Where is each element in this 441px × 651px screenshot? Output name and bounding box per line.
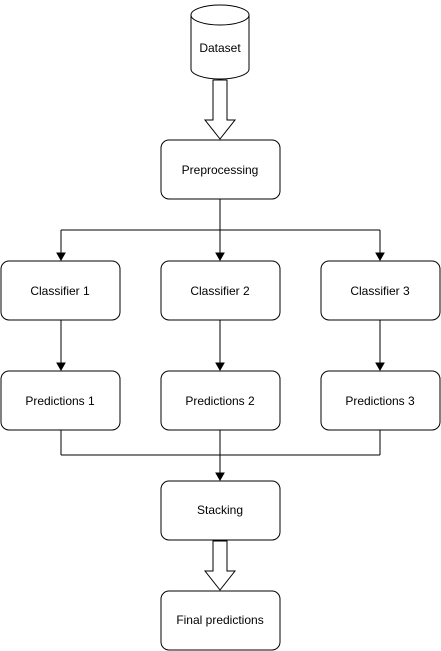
split-connector	[56, 199, 385, 262]
predictions-2-label: Predictions 2	[185, 394, 255, 408]
arrowhead-to-classifier-1	[56, 252, 66, 262]
dataset-label: Dataset	[199, 41, 241, 55]
final-predictions-label: Final predictions	[176, 613, 263, 627]
arrowhead-to-stacking	[215, 472, 225, 482]
classifier-to-predictions-connectors	[56, 320, 385, 372]
classifier-3-node: Classifier 3	[320, 260, 441, 321]
stacking-node: Stacking	[160, 480, 281, 541]
preprocessing-label: Preprocessing	[182, 163, 259, 177]
arrowhead-to-predictions-3	[375, 362, 385, 372]
predictions-3-label: Predictions 3	[345, 394, 415, 408]
predictions-2-node: Predictions 2	[160, 370, 281, 431]
predictions-3-node: Predictions 3	[320, 370, 441, 431]
predictions-1-label: Predictions 1	[25, 394, 95, 408]
stacking-label: Stacking	[197, 503, 243, 517]
predictions-1-node: Predictions 1	[0, 370, 121, 431]
classifier-2-label: Classifier 2	[190, 284, 250, 298]
classifier-1-label: Classifier 1	[30, 284, 90, 298]
classifier-2-node: Classifier 2	[160, 260, 281, 321]
dataset-to-preprocessing-arrow	[203, 79, 237, 140]
merge-connector	[60, 430, 381, 482]
arrowhead-to-predictions-2	[215, 362, 225, 372]
arrowhead-to-classifier-2	[215, 252, 225, 262]
dataset-node: Dataset	[190, 4, 250, 80]
stacking-to-final-arrow	[203, 540, 237, 591]
preprocessing-node: Preprocessing	[160, 139, 281, 200]
classifier-3-label: Classifier 3	[350, 284, 410, 298]
arrowhead-to-predictions-1	[56, 362, 66, 372]
final-predictions-node: Final predictions	[160, 590, 281, 651]
classifier-1-node: Classifier 1	[0, 260, 121, 321]
arrowhead-to-classifier-3	[375, 252, 385, 262]
